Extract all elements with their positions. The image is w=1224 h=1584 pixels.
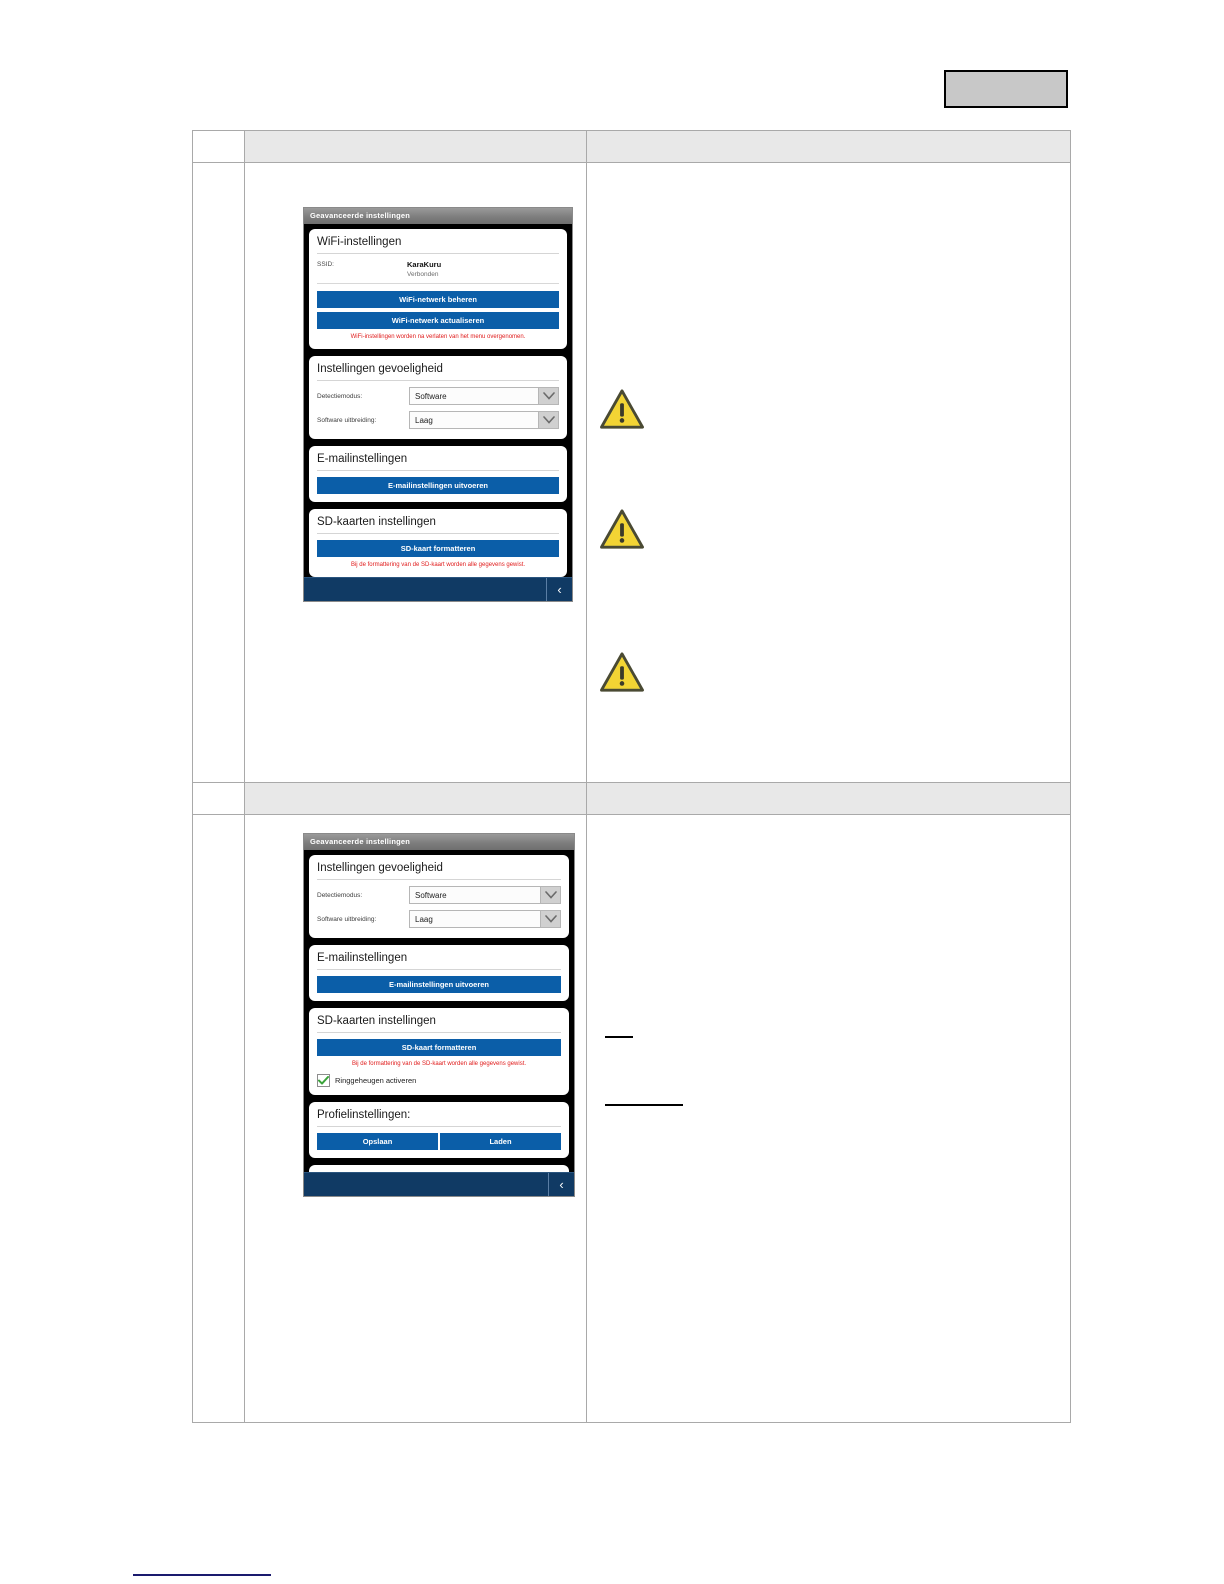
row-number-cell	[192, 162, 245, 783]
chevron-down-icon[interactable]	[538, 412, 558, 428]
profile-save-button[interactable]: Opslaan	[317, 1133, 438, 1150]
wifi-card-title: WiFi-instellingen	[317, 236, 559, 254]
sensitivity-card-title: Instellingen gevoeligheid	[317, 363, 559, 381]
notes-cell-one	[586, 162, 1071, 783]
detection-mode-value: Software	[415, 890, 447, 900]
partial-card-below	[309, 1165, 569, 1172]
detection-mode-select[interactable]: Software	[409, 387, 559, 405]
email-card-title: E-mailinstellingen	[317, 952, 561, 970]
wifi-note: WiFi-instellingen worden na verlaten van…	[350, 334, 526, 340]
software-expansion-label: Software uitbreiding:	[317, 416, 377, 424]
notes-cell-two	[586, 814, 1071, 1423]
software-expansion-value: Laag	[415, 914, 433, 924]
device-screenshot-two: Geavanceerde instellingen Instellingen g…	[303, 833, 575, 1197]
wifi-manage-button[interactable]: WiFi-netwerk beheren	[317, 291, 559, 308]
screenshot-cell-two: Geavanceerde instellingen Instellingen g…	[244, 814, 587, 1423]
table-band-row	[192, 130, 1071, 163]
ssid-value: KaraKuru	[407, 260, 442, 269]
warning-triangle-icon	[599, 508, 645, 550]
band-cell-right	[586, 130, 1071, 163]
detection-mode-label: Detectiemodus:	[317, 891, 363, 899]
device-body: WiFi-instellingen SSID: KaraKuru Verbond…	[304, 224, 572, 577]
email-settings-card: E-mailinstellingen E-mailinstellingen ui…	[309, 446, 567, 502]
sd-card-settings-card: SD-kaarten instellingen SD-kaart formatt…	[309, 509, 567, 577]
sd-format-note: Bij de formattering van de SD-kaart word…	[350, 562, 526, 568]
profile-settings-card: Profielinstellingen: Opslaan Laden	[309, 1102, 569, 1158]
ssid-status: Verbonden	[407, 271, 439, 278]
device-screenshot-one: Geavanceerde instellingen WiFi-instellin…	[303, 207, 573, 602]
ring-memory-label: Ringgeheugen activeren	[335, 1076, 417, 1085]
email-settings-card: E-mailinstellingen E-mailinstellingen ui…	[309, 945, 569, 1001]
footnote-separator	[133, 1574, 271, 1576]
underline-mark-short	[605, 1036, 633, 1038]
document-table: Geavanceerde instellingen WiFi-instellin…	[192, 130, 1071, 1423]
device-title-bar: Geavanceerde instellingen	[304, 208, 572, 224]
software-expansion-label: Software uitbreiding:	[317, 915, 377, 923]
email-settings-button[interactable]: E-mailinstellingen uitvoeren	[317, 477, 559, 494]
software-expansion-row: Software uitbreiding: Laag	[317, 411, 559, 429]
email-settings-button[interactable]: E-mailinstellingen uitvoeren	[317, 976, 561, 993]
table-content-row: Geavanceerde instellingen Instellingen g…	[192, 814, 1071, 1423]
sensitivity-settings-card: Instellingen gevoeligheid Detectiemodus:…	[309, 855, 569, 938]
sd-card-settings-card: SD-kaarten instellingen SD-kaart formatt…	[309, 1008, 569, 1095]
header-gray-box	[944, 70, 1068, 108]
sd-format-note: Bij de formattering van de SD-kaart word…	[351, 1061, 527, 1067]
warning-triangle-icon	[599, 388, 645, 430]
detection-mode-row: Detectiemodus: Software	[317, 387, 559, 405]
detection-mode-label: Detectiemodus:	[317, 392, 363, 400]
row-number-cell	[192, 814, 245, 1423]
sd-card-title: SD-kaarten instellingen	[317, 516, 559, 534]
software-expansion-value: Laag	[415, 415, 433, 425]
sd-format-button[interactable]: SD-kaart formatteren	[317, 540, 559, 557]
warning-triangle-icon	[599, 651, 645, 693]
sensitivity-card-title: Instellingen gevoeligheid	[317, 862, 561, 880]
wifi-settings-card: WiFi-instellingen SSID: KaraKuru Verbond…	[309, 229, 567, 349]
device-nav-bar: ‹	[304, 577, 572, 601]
sensitivity-settings-card: Instellingen gevoeligheid Detectiemodus:…	[309, 356, 567, 439]
software-expansion-row: Software uitbreiding: Laag	[317, 910, 561, 928]
ssid-row: SSID: KaraKuru Verbonden	[317, 260, 559, 284]
software-expansion-select[interactable]: Laag	[409, 411, 559, 429]
email-card-title: E-mailinstellingen	[317, 453, 559, 471]
wifi-refresh-button[interactable]: WiFi-netwerk actualiseren	[317, 312, 559, 329]
ring-memory-checkbox-row[interactable]: Ringgeheugen activeren	[317, 1074, 561, 1087]
detection-mode-value: Software	[415, 391, 447, 401]
band-cell-middle	[244, 130, 587, 163]
profile-load-button[interactable]: Laden	[440, 1133, 561, 1150]
device-body: Instellingen gevoeligheid Detectiemodus:…	[304, 850, 574, 1172]
software-expansion-select[interactable]: Laag	[409, 910, 561, 928]
profile-card-title: Profielinstellingen:	[317, 1109, 561, 1127]
screenshot-cell-one: Geavanceerde instellingen WiFi-instellin…	[244, 162, 587, 783]
detection-mode-row: Detectiemodus: Software	[317, 886, 561, 904]
chevron-down-icon[interactable]	[538, 388, 558, 404]
chevron-down-icon[interactable]	[540, 887, 560, 903]
sd-format-button[interactable]: SD-kaart formatteren	[317, 1039, 561, 1056]
row-number-cell	[192, 782, 245, 815]
band-cell-middle	[244, 782, 587, 815]
chevron-down-icon[interactable]	[540, 911, 560, 927]
sd-card-title: SD-kaarten instellingen	[317, 1015, 561, 1033]
device-title-bar: Geavanceerde instellingen	[304, 834, 574, 850]
ssid-label: SSID:	[317, 261, 334, 268]
profile-button-group: Opslaan Laden	[317, 1133, 561, 1150]
chevron-left-icon[interactable]: ‹	[548, 1173, 574, 1196]
underline-mark-long	[605, 1104, 683, 1106]
checkbox-checked-icon[interactable]	[317, 1074, 330, 1087]
table-content-row: Geavanceerde instellingen WiFi-instellin…	[192, 162, 1071, 783]
row-number-cell	[192, 130, 245, 163]
table-band-row	[192, 782, 1071, 815]
band-cell-right	[586, 782, 1071, 815]
device-nav-bar: ‹	[304, 1172, 574, 1196]
chevron-left-icon[interactable]: ‹	[546, 578, 572, 601]
detection-mode-select[interactable]: Software	[409, 886, 561, 904]
